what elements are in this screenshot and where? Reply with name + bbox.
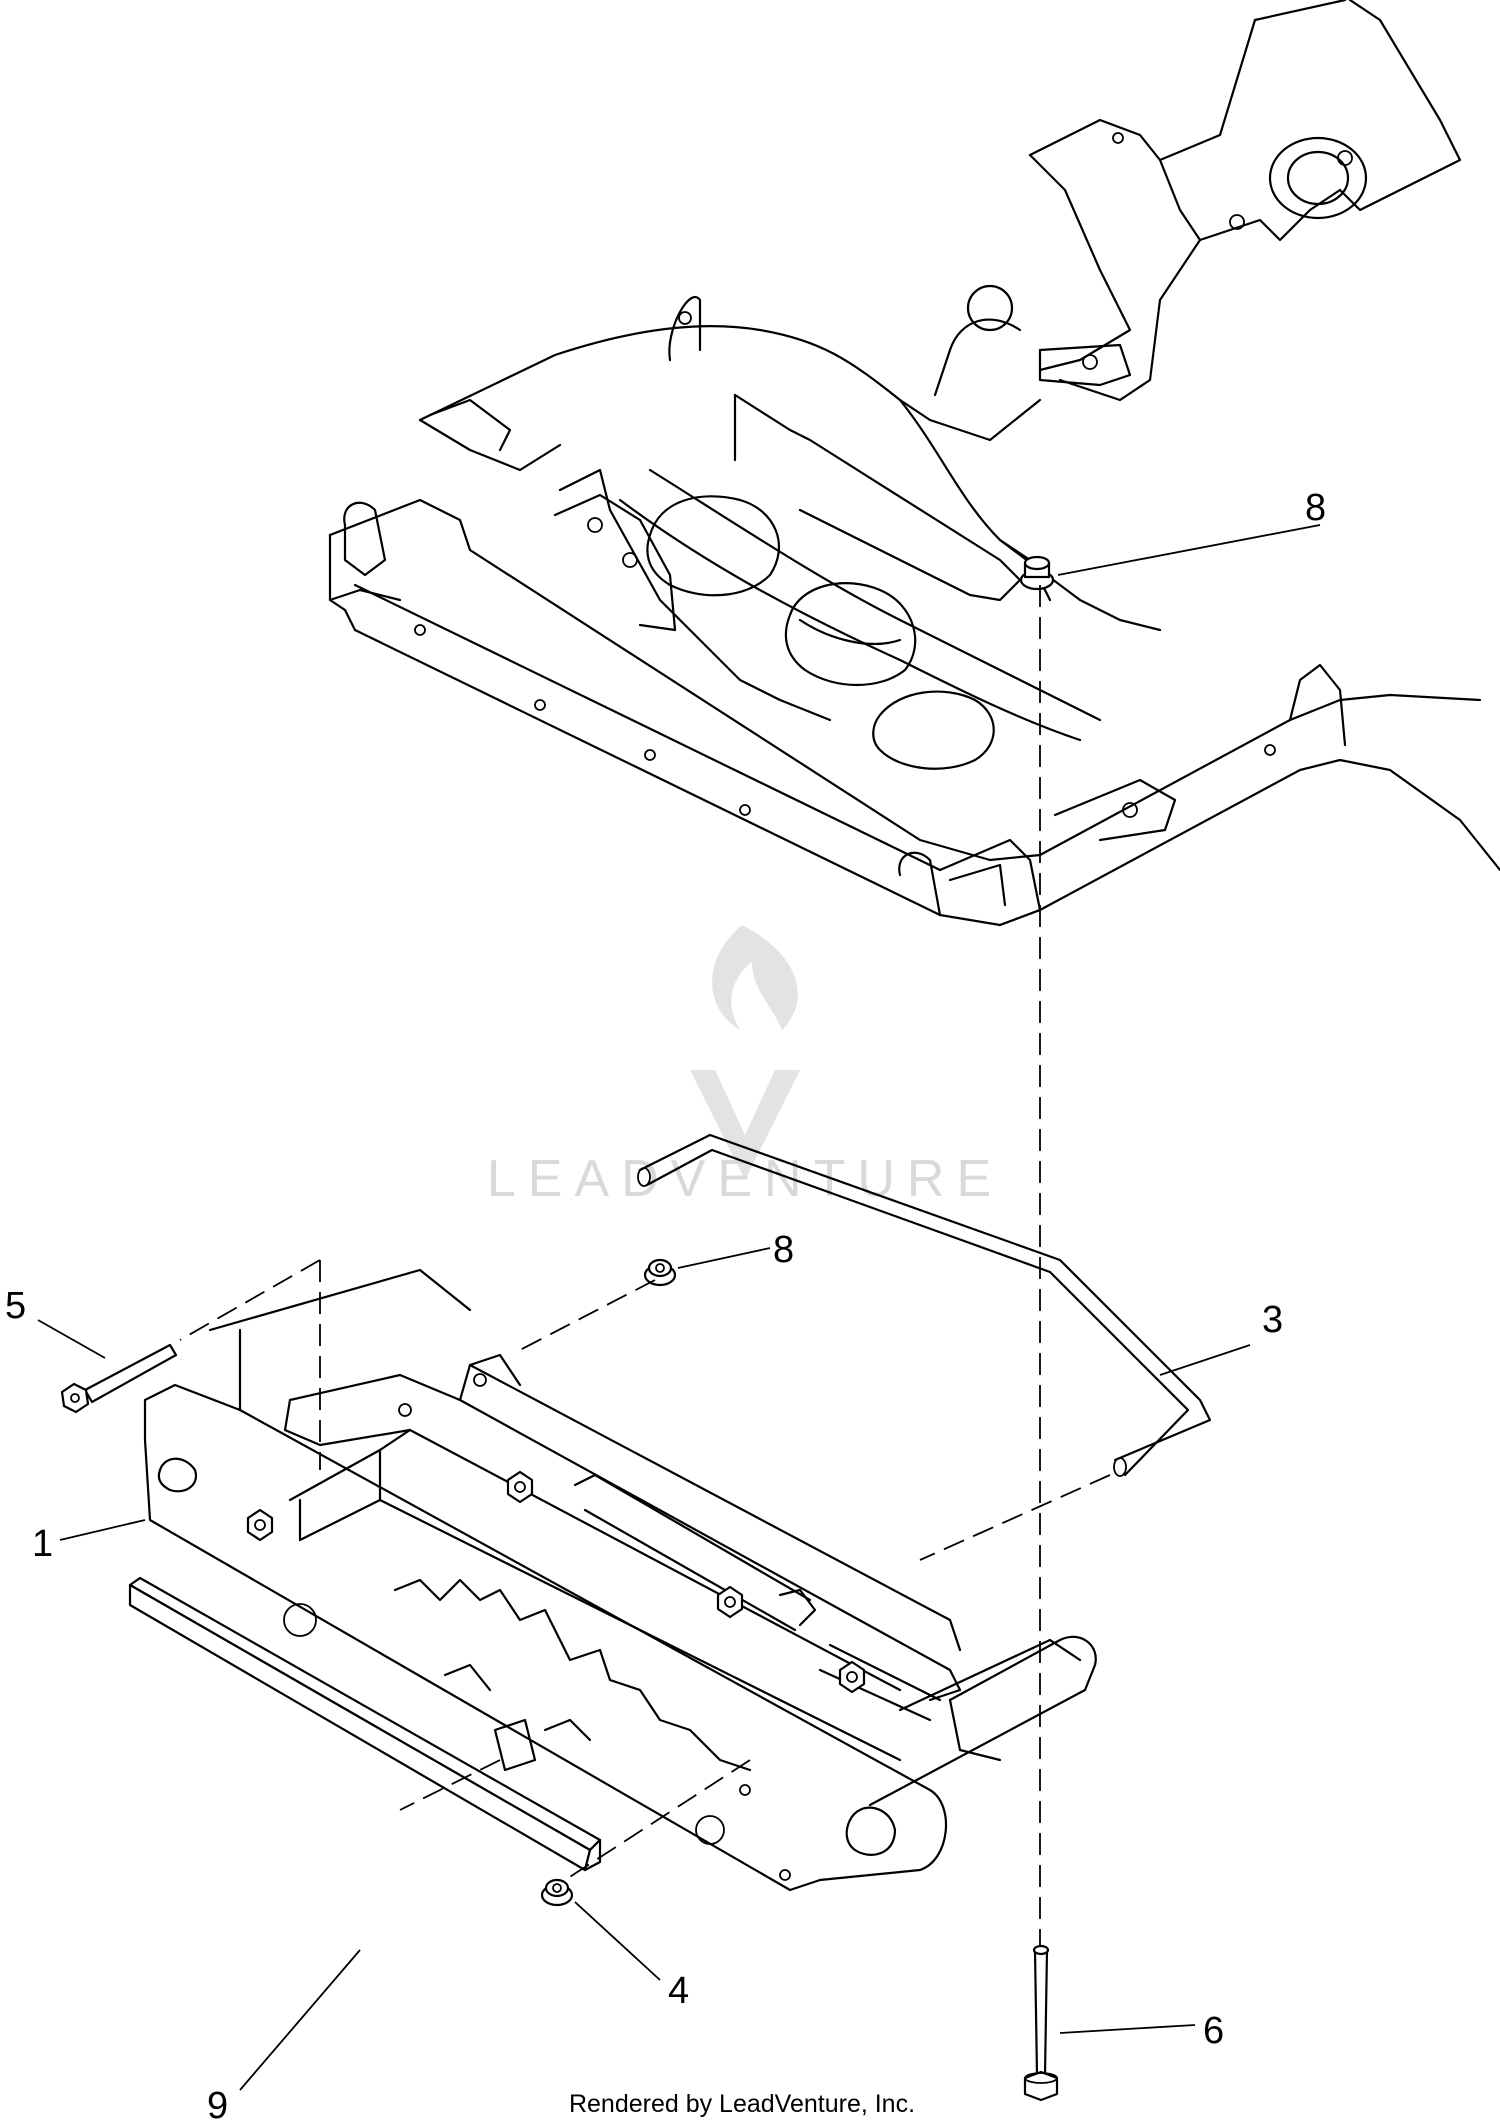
hex-bolt-item5: [60, 1343, 178, 1414]
leader-lines: [37, 524, 1321, 2091]
upper-frame-assembly: [328, 0, 1500, 927]
callout-8-top: 8: [1305, 487, 1326, 529]
callout-4: 4: [668, 1970, 689, 2012]
callout-labels: 8 8 5 3 1 4 6 9: [5, 487, 1326, 2126]
watermark-text: LEADVENTURE: [487, 1150, 1003, 1208]
watermark-logo: [690, 925, 800, 1180]
pad-strip-part: [128, 1576, 602, 1872]
callout-8-mid: 8: [773, 1229, 794, 1271]
flange-nut-top: [1019, 555, 1055, 591]
lower-mount-assembly: [143, 1268, 1097, 1892]
flange-nut-item4: [540, 1878, 574, 1907]
callout-6: 6: [1203, 2010, 1224, 2052]
rod-part: [637, 1133, 1212, 1477]
hex-bolt-heads: [246, 1470, 866, 1694]
callout-1: 1: [32, 1523, 53, 1565]
callout-3: 3: [1262, 1299, 1283, 1341]
assembly-lines: [179, 585, 1111, 1945]
footer-credit: Rendered by LeadVenture, Inc.: [569, 2090, 915, 2118]
callout-5: 5: [5, 1285, 26, 1327]
flange-nut-mid: [643, 1258, 677, 1287]
hex-bolt-item6: [1023, 1944, 1059, 2102]
callout-9: 9: [207, 2085, 228, 2126]
